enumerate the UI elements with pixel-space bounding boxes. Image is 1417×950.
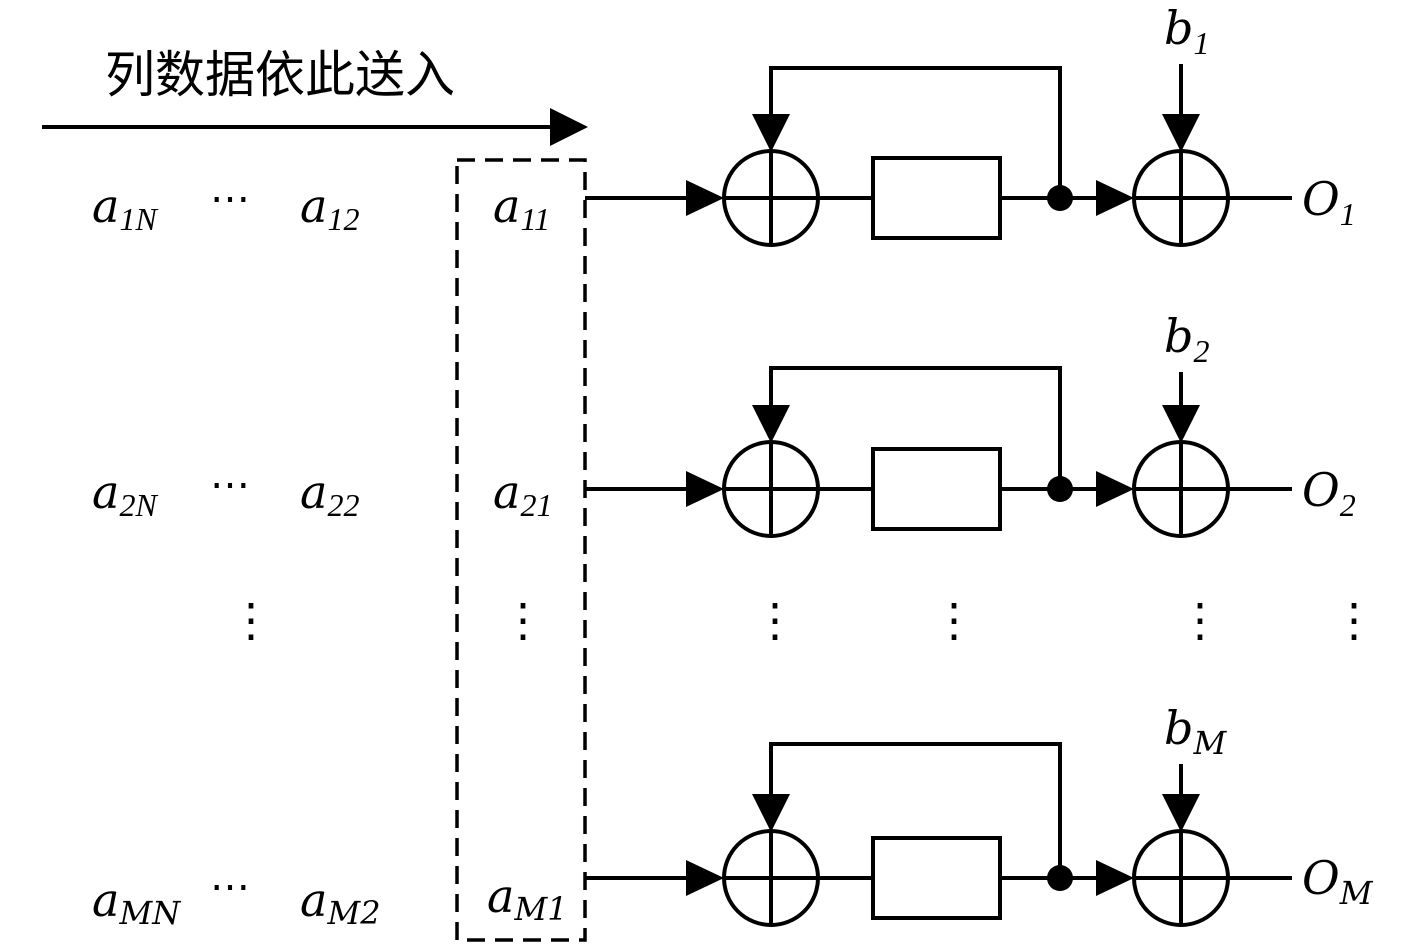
feedback-arrowhead-1	[752, 114, 790, 152]
matrix-row-M: aMN ⋯ aM2 aM1	[92, 864, 568, 932]
channel-vdots-bias-adder: ⋮	[1177, 595, 1223, 646]
input-arrowhead-2	[686, 471, 724, 507]
element-a-MN: aMN	[92, 873, 181, 932]
bias-adder-input-arrowhead-1	[1096, 180, 1134, 216]
bias-label-M: bM	[1164, 701, 1227, 762]
matrix-row-2: a2N ⋯ a22 a21	[92, 462, 552, 523]
channel-vdots-adder: ⋮	[752, 595, 798, 646]
bias-adder-input-arrowhead-2	[1096, 471, 1134, 507]
channel-vdots-output: ⋮	[1331, 595, 1377, 646]
input-direction-title: 列数据依此送入	[105, 46, 455, 104]
feedback-loop-2	[769, 366, 1062, 489]
channel-vdots-register: ⋮	[931, 595, 977, 646]
matrix-vdots-column: ⋮	[500, 595, 546, 646]
element-a-2N: a2N	[92, 465, 158, 523]
element-a-12: a12	[300, 179, 359, 237]
bias-arrowhead-1	[1162, 114, 1200, 152]
feedback-arrowhead-M	[752, 794, 790, 832]
channel-1: b1 O1	[585, 1, 1356, 247]
element-a-M2: aM2	[300, 873, 381, 932]
output-label-2: O2	[1302, 463, 1356, 523]
feedback-arrowhead-2	[752, 405, 790, 443]
row-M-hdots: ⋯	[210, 864, 250, 909]
matrix-vdots-left: ⋮	[228, 595, 274, 646]
register-2	[871, 447, 1002, 531]
element-a-21: a21	[493, 465, 552, 523]
channel-2: b2 O2	[585, 309, 1356, 538]
element-a-M1: aM1	[487, 869, 568, 928]
bias-label-1: b1	[1164, 1, 1209, 61]
feedback-loop-1	[769, 66, 1062, 198]
element-a-1N: a1N	[92, 179, 158, 237]
bias-adder-input-arrowhead-M	[1096, 860, 1134, 896]
row-1-hdots: ⋯	[210, 176, 250, 221]
bias-arrowhead-2	[1162, 405, 1200, 443]
register-M	[871, 836, 1002, 920]
bias-arrowhead-M	[1162, 794, 1200, 832]
register-1	[871, 156, 1002, 240]
channel-M: bM OM	[585, 701, 1374, 927]
input-direction-arrowhead	[550, 108, 588, 146]
feedback-loop-M	[769, 742, 1062, 878]
bias-label-2: b2	[1164, 309, 1209, 369]
output-label-M: OM	[1302, 851, 1374, 912]
element-a-22: a22	[300, 465, 359, 523]
output-label-1: O1	[1302, 172, 1356, 232]
matrix-row-1: a1N ⋯ a12 a11	[92, 176, 550, 237]
current-column-box	[455, 158, 587, 942]
input-arrowhead-M	[686, 860, 724, 896]
input-arrowhead-1	[686, 180, 724, 216]
row-2-hdots: ⋯	[210, 462, 250, 507]
element-a-11: a11	[493, 179, 550, 237]
